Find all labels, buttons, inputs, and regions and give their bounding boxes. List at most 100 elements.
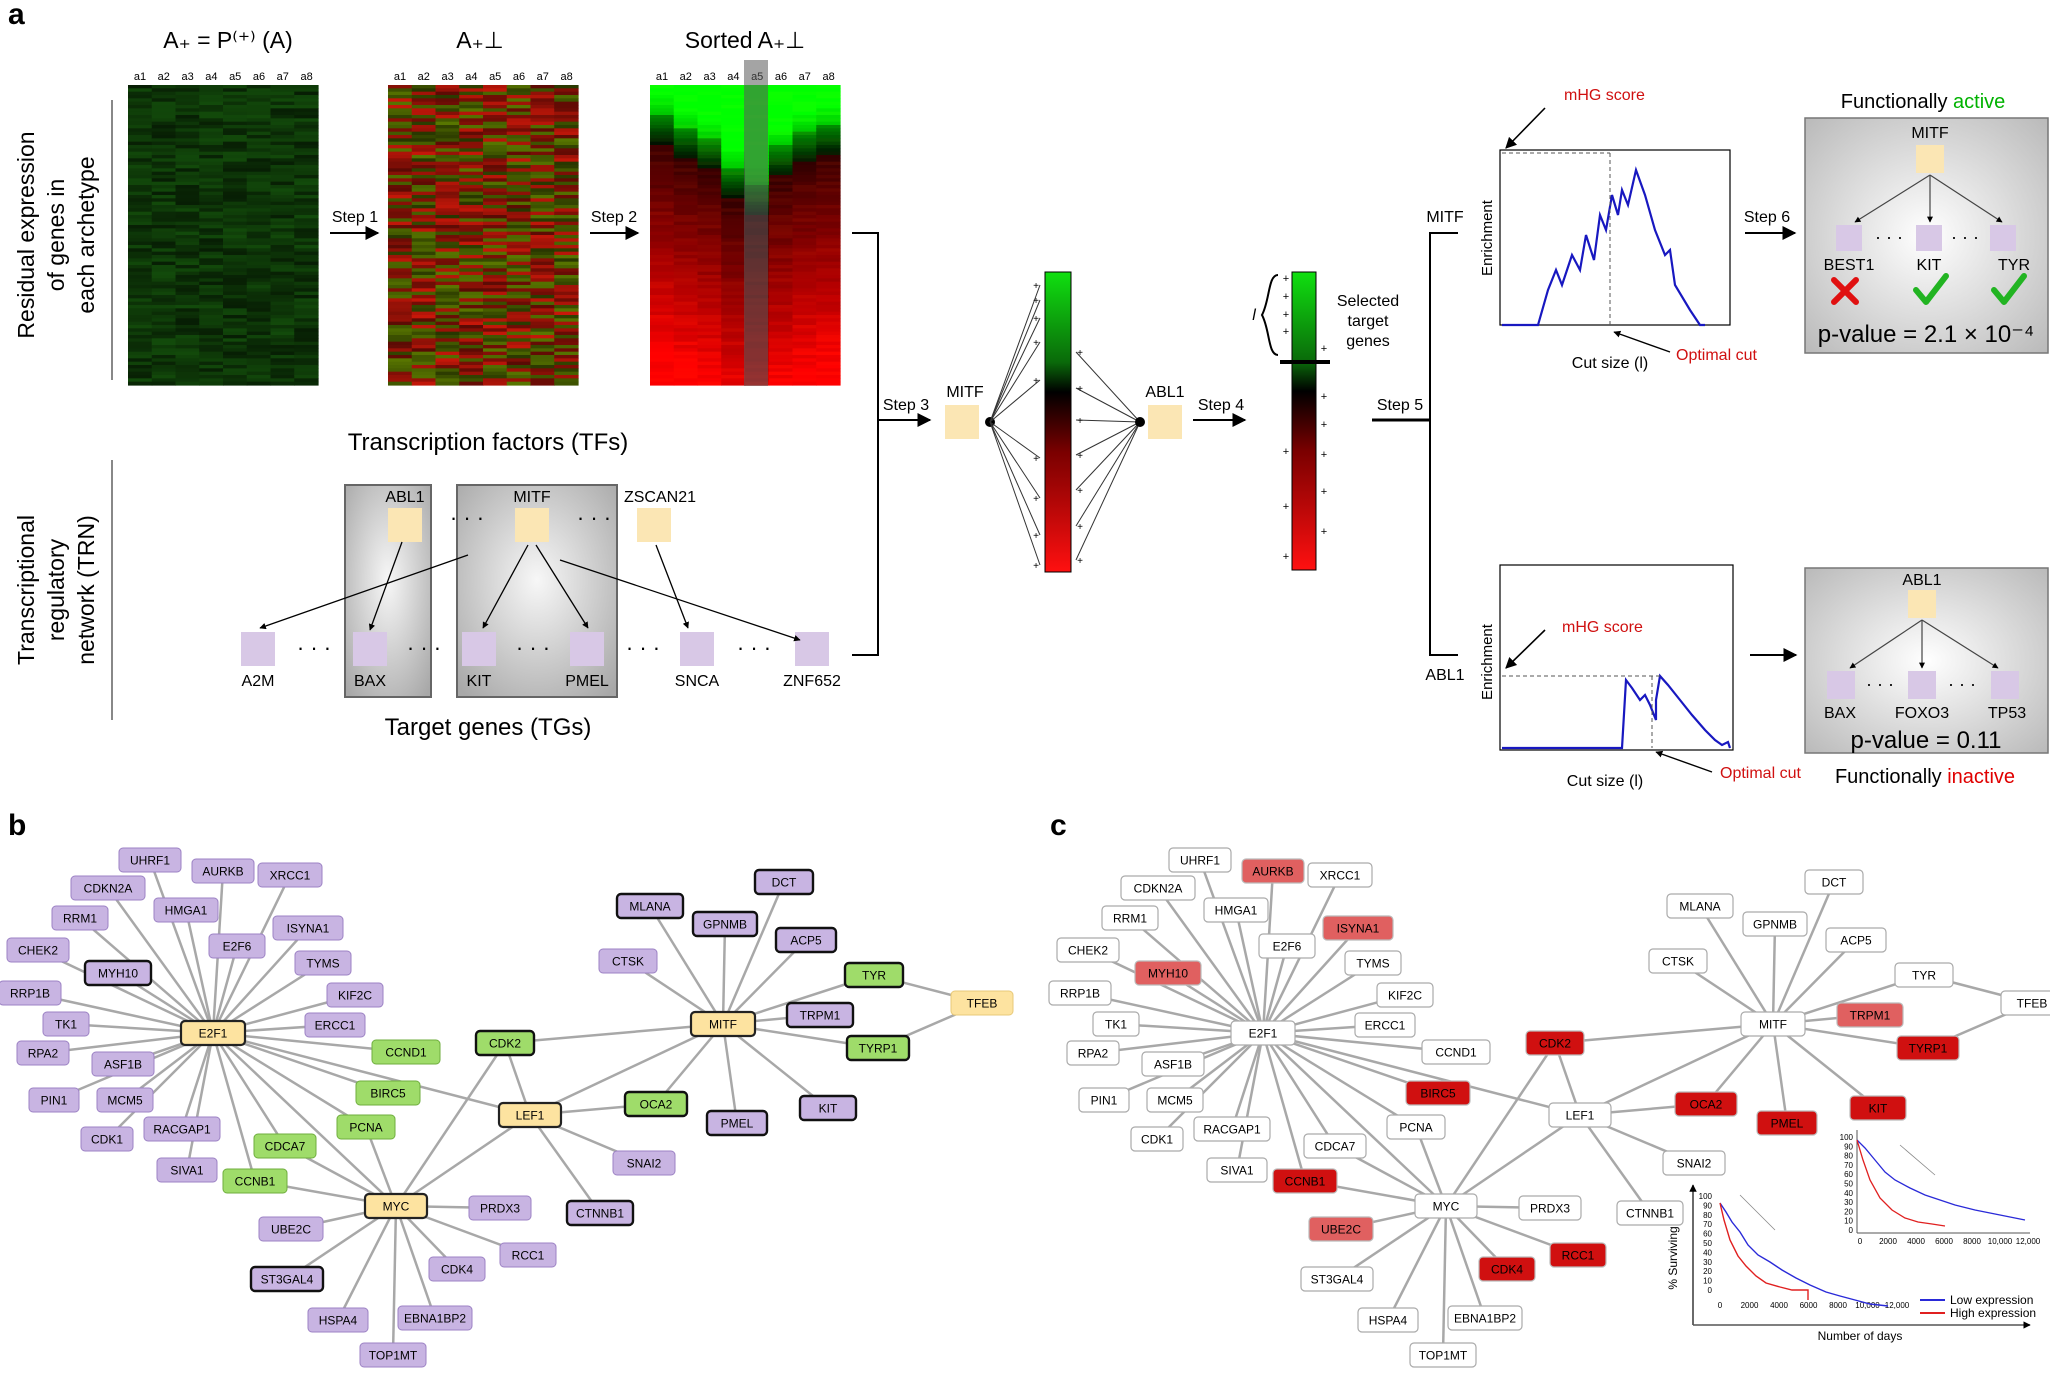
inactive-ellipsis-1: · · · (1866, 674, 1894, 694)
node-tfeb (950, 990, 1014, 1016)
heatmap-cell (435, 235, 460, 239)
heatmap-cell (792, 248, 817, 253)
heatmap-cell (673, 231, 699, 236)
heatmap-cell (483, 185, 508, 189)
heatmap-cell (223, 141, 248, 146)
heatmap-cell (483, 151, 508, 156)
km-small-callout (1899, 1144, 1936, 1176)
heatmap-cell (697, 118, 722, 123)
heatmap-cell (388, 331, 413, 336)
heatmap-cell (175, 371, 200, 376)
heatmap-cell (199, 141, 224, 146)
plus-mark: + (1033, 376, 1039, 387)
enrichment-plot-abl1: Enrichment Cut size (l) mHG score Optima… (1479, 564, 1801, 790)
heatmap-cell (673, 321, 699, 326)
heatmap-cell (506, 255, 532, 259)
check-icon (1991, 273, 2027, 305)
heatmap-cell (270, 358, 295, 363)
heatmap-cell (483, 145, 508, 149)
heatmap-cell (506, 178, 532, 183)
heatmap-cell (459, 181, 484, 186)
heatmap-cell (270, 265, 295, 269)
heatmap-cell (673, 95, 699, 99)
heatmap-cell (650, 221, 675, 226)
node-hspa4 (307, 1307, 369, 1333)
node-tyms (1344, 950, 1402, 976)
heatmap-cell (506, 328, 532, 333)
heatmap-cell (768, 238, 794, 243)
heatmap-cell (816, 128, 841, 133)
heatmap-cell (673, 351, 699, 356)
heatmap-cell (483, 221, 508, 226)
km-small-y-tick: 70 (1844, 1161, 1853, 1170)
heatmap-cell (506, 285, 532, 289)
heatmap-cell (459, 135, 484, 139)
heatmap-cell (175, 328, 200, 333)
heatmap-cell (792, 231, 817, 236)
heatmap-cell (199, 178, 224, 183)
heatmap-cell (530, 85, 555, 89)
node-oca2-label: OCA2 (1690, 1098, 1723, 1112)
heatmap-cell (199, 295, 224, 299)
heatmap-cell (175, 155, 200, 159)
heatmap-cell (554, 278, 579, 283)
heatmap-cell (128, 91, 153, 96)
heatmap-cell (792, 375, 817, 379)
heatmap-cell (721, 138, 746, 143)
cross-icon (1831, 277, 1859, 305)
heatmap-cell (768, 295, 794, 299)
heatmap-cell (199, 121, 224, 126)
heatmap-cell (530, 265, 555, 269)
heatmap-cell (175, 351, 200, 356)
heatmap-cell (506, 298, 532, 303)
heatmap-cell (199, 251, 224, 256)
heatmap-cell (768, 175, 794, 179)
heatmap-cell (435, 288, 460, 293)
heatmap-cell (246, 345, 272, 349)
node-ube2c-label: UBE2C (1321, 1223, 1361, 1237)
heatmap-cell (459, 278, 484, 283)
heatmap-cell (816, 218, 841, 223)
heatmap-cell (506, 335, 532, 339)
heatmap-cell (483, 375, 508, 379)
node-ube2c (1308, 1216, 1374, 1242)
heatmap-cell (199, 285, 224, 289)
heatmap-cell (673, 295, 699, 299)
heatmap-cell (388, 158, 413, 163)
node-cdk2-label: CDK2 (1539, 1037, 1571, 1051)
heatmap-cell (435, 221, 460, 226)
heatmap-cell (435, 91, 460, 96)
heatmap-cell (294, 178, 319, 183)
heatmap-cell (175, 238, 200, 243)
heatmap-cell (246, 358, 272, 363)
heatmap-cell (435, 331, 460, 336)
heatmap-cell (506, 225, 532, 229)
heatmap-cell (294, 228, 319, 233)
heatmap-cell (199, 128, 224, 133)
heatmap-cell (246, 98, 272, 103)
heatmap-cell (270, 151, 295, 156)
heatmap-cell (175, 221, 200, 226)
heatmap-cell (792, 381, 817, 386)
heatmap-cell (554, 271, 579, 276)
heatmap-cell (721, 215, 746, 219)
heatmap-cell (151, 265, 177, 269)
plot-mitf-cut-arrow (1613, 330, 1671, 353)
heatmap-cell (530, 251, 555, 256)
network-edge (106, 1032, 214, 1140)
node-asf1b-label: ASF1B (104, 1058, 142, 1072)
heatmap-cell (199, 218, 224, 223)
heatmap-cell (294, 161, 319, 166)
column-label: a2 (418, 71, 430, 83)
network-edge (184, 909, 215, 1034)
heatmap-cell (816, 335, 841, 339)
heatmap-cell (435, 151, 460, 156)
heatmap-cell (294, 275, 319, 279)
node-xrcc1 (1307, 862, 1373, 888)
heatmap-cell (697, 241, 722, 246)
heatmap-cell (483, 101, 508, 106)
heatmap-cell (128, 155, 153, 159)
heatmap-cell (435, 111, 460, 116)
heatmap-cell (650, 281, 675, 286)
